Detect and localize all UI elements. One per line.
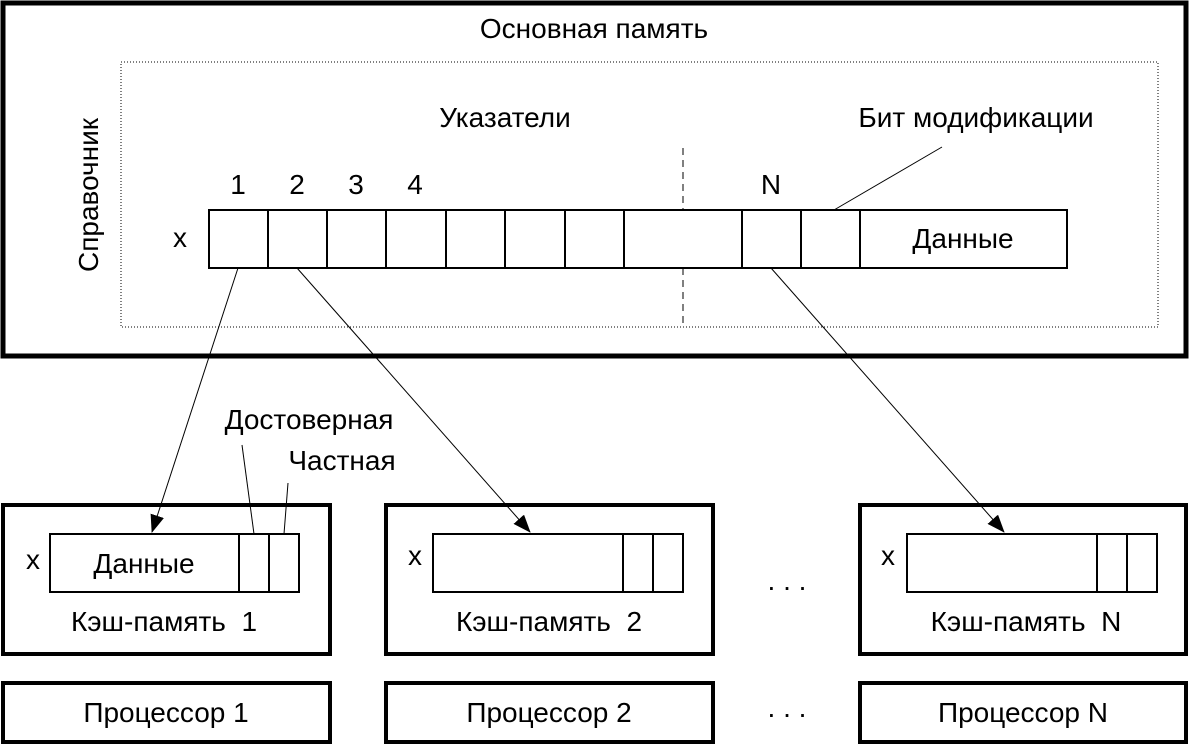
cache-block-1: x Данные Кэш-память 1 bbox=[1, 503, 332, 656]
pointer-arrow-2 bbox=[296, 267, 531, 533]
cache-line bbox=[49, 533, 300, 593]
pointer-arrow-n bbox=[770, 267, 1005, 533]
cache-title: Кэш-память 2 bbox=[456, 606, 642, 637]
cache-title: Кэш-память 1 bbox=[71, 606, 257, 637]
cache-line bbox=[906, 533, 1158, 593]
processor-block-2: Процессор 2 bbox=[384, 681, 715, 744]
cache-block-n: x Кэш-память N bbox=[858, 503, 1188, 656]
cache-line bbox=[432, 533, 684, 593]
pointer-arrow-1 bbox=[150, 267, 239, 533]
cache-row-label: x bbox=[26, 544, 40, 575]
memory-row-label: x bbox=[173, 222, 187, 253]
pointer-number-1: 1 bbox=[230, 169, 246, 200]
processor-ellipsis: . . . bbox=[768, 692, 807, 723]
cache-row-label: x bbox=[408, 540, 422, 571]
processor-title: Процессор 2 bbox=[466, 697, 631, 728]
directory-label: Справочник bbox=[73, 117, 104, 272]
cache-row-label: x bbox=[881, 540, 895, 571]
pointer-number-2: 2 bbox=[289, 169, 305, 200]
cache-title: Кэш-память N bbox=[931, 606, 1122, 637]
main-memory-box bbox=[0, 0, 1189, 359]
processor-block-1: Процессор 1 bbox=[1, 681, 332, 744]
pointer-number-n: N bbox=[761, 169, 781, 200]
private-flag-leader bbox=[283, 482, 289, 535]
valid-flag-leader bbox=[241, 444, 255, 535]
processor-block-n: Процессор N bbox=[858, 681, 1188, 744]
processor-title: Процессор 1 bbox=[83, 697, 248, 728]
main-memory-title: Основная память bbox=[480, 13, 708, 44]
valid-flag-label: Достоверная bbox=[225, 404, 394, 435]
cache-block-2: x Кэш-память 2 bbox=[384, 503, 715, 656]
memory-data-label: Данные bbox=[912, 223, 1013, 254]
pointer-number-3: 3 bbox=[348, 169, 364, 200]
processor-title: Процессор N bbox=[938, 697, 1108, 728]
directory-row bbox=[208, 209, 1068, 269]
pointer-cell-dividers bbox=[267, 210, 861, 268]
modified-bit-label: Бит модификации bbox=[858, 102, 1093, 133]
cache-data-label: Данные bbox=[93, 548, 194, 579]
modified-bit-leader bbox=[833, 146, 943, 211]
pointers-label: Указатели bbox=[439, 102, 571, 133]
private-flag-label: Частная bbox=[288, 445, 395, 476]
cache-ellipsis: . . . bbox=[768, 565, 807, 596]
pointer-number-4: 4 bbox=[407, 169, 423, 200]
